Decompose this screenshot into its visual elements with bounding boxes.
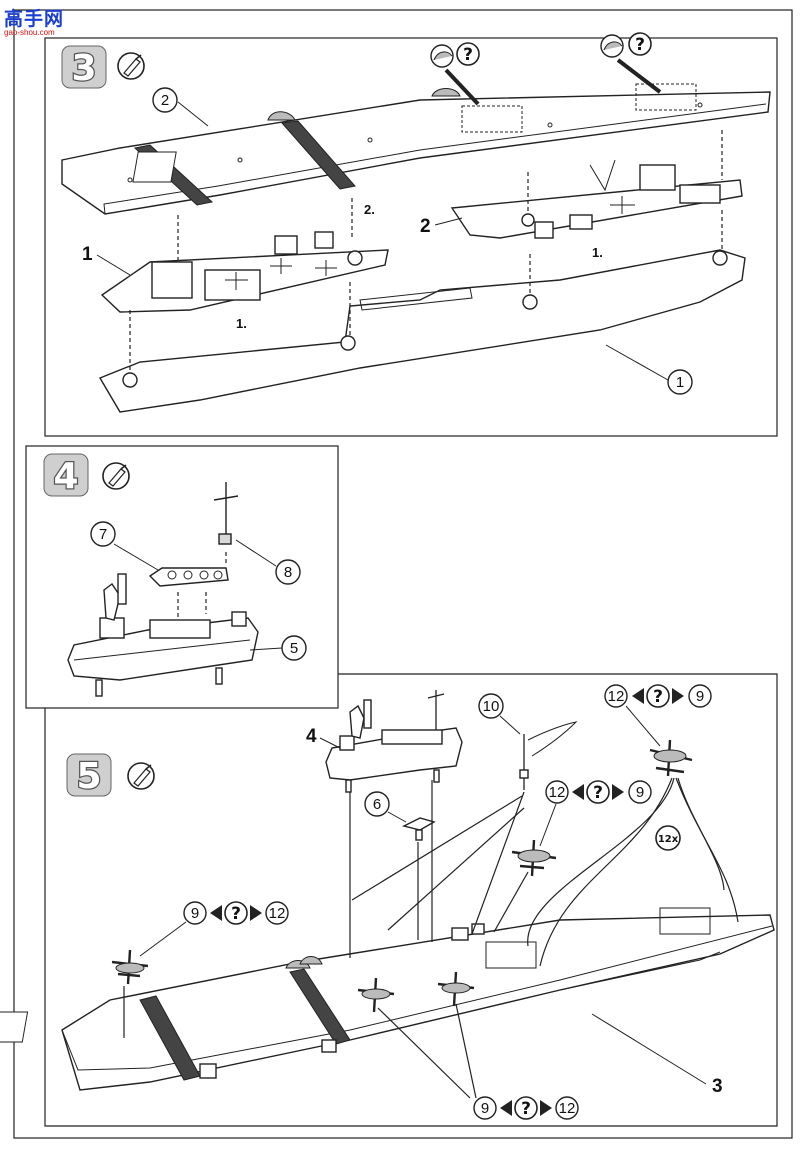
callout-part-2-label: 2	[161, 92, 169, 109]
step-3-frame	[44, 37, 778, 437]
assembly-label-1: 1	[82, 244, 93, 265]
callout-part-7	[90, 521, 116, 547]
step-3-badge	[61, 45, 107, 89]
aircraft-icon-a	[111, 949, 149, 985]
quantity-badge-label: 12x	[658, 834, 679, 845]
option-3-right: 12	[269, 905, 286, 922]
step-5-panel: 5 4	[0, 673, 778, 1127]
sub-step-2: 2.	[364, 202, 375, 217]
option-3-left: 9	[191, 905, 199, 922]
callout-part-5-label: 5	[290, 640, 298, 657]
watermark-url: gao-shou.com	[4, 28, 55, 37]
question-icon	[224, 901, 248, 925]
aircraft-icon-b	[357, 977, 395, 1013]
part-5-island	[67, 573, 259, 697]
step-5-guide-lines	[123, 777, 739, 1099]
watermark-logo: 高手网 gao-shou.com	[4, 4, 76, 38]
result-label-3: 3	[712, 1076, 723, 1097]
option-2-right: 9	[636, 784, 644, 801]
option-4-mark: ?	[521, 1099, 531, 1119]
page-frame	[13, 9, 793, 1139]
step-3-guide-lines	[129, 130, 723, 372]
option-1-left: 12	[608, 688, 625, 705]
hangar-insert-1	[100, 231, 389, 313]
optional-mark-a: ?	[463, 45, 473, 65]
callout-part-10	[478, 693, 504, 719]
step-5-frame	[44, 673, 778, 1127]
callout-part-10-label: 10	[483, 698, 500, 715]
question-icon	[586, 780, 610, 804]
option-callout-2: 12 ? 9	[539, 780, 652, 847]
hangar-insert-2	[450, 159, 743, 239]
step-4-badge	[43, 453, 89, 497]
optional-mark-b: ?	[635, 35, 645, 55]
question-icon	[628, 32, 652, 56]
question-icon	[646, 684, 670, 708]
aircraft-icon-c	[437, 971, 475, 1007]
glue-icon	[117, 52, 145, 80]
aircraft-icon-e	[649, 739, 693, 777]
quantity-badge: 12x	[655, 825, 681, 851]
option-3-mark: ?	[231, 904, 241, 924]
island-assembly-4	[325, 690, 463, 793]
callout-part-1	[667, 369, 693, 395]
glue-icon	[102, 462, 130, 490]
option-4-left: 9	[481, 1100, 489, 1117]
watermark-brand: 高手网	[4, 8, 65, 30]
sub-step-1a: 1.	[236, 316, 247, 331]
option-1-mark: ?	[653, 687, 663, 707]
option-callout-1: 12 ? 9	[604, 684, 712, 747]
option-callout-3: 9 ? 12	[139, 901, 289, 957]
step-4-number: 4	[53, 456, 78, 497]
part-6-shape	[401, 817, 436, 841]
hull-part-1	[98, 249, 746, 413]
optional-part-callout-b: ?	[600, 32, 662, 94]
step-4-panel: 4	[25, 445, 339, 709]
flight-deck-part	[61, 83, 771, 215]
question-icon	[514, 1096, 538, 1120]
carrier-assembly-3	[0, 907, 775, 1091]
part-8-shape	[213, 482, 239, 545]
sub-step-1b: 1.	[592, 245, 603, 260]
step-4-frame	[25, 445, 339, 709]
callout-part-6	[364, 791, 390, 817]
callout-part-2	[152, 87, 178, 113]
step-3-panel: 3	[44, 32, 778, 437]
aircraft-icon-d	[511, 839, 557, 877]
callout-part-1-label: 1	[676, 374, 684, 391]
callout-part-7-label: 7	[99, 526, 107, 543]
callout-part-6-label: 6	[373, 796, 381, 813]
option-2-mark: ?	[593, 783, 603, 803]
step-5-badge	[66, 753, 112, 797]
part-7-shape	[148, 567, 229, 587]
option-2-left: 12	[549, 784, 566, 801]
glue-icon	[127, 762, 155, 790]
optional-part-callout-a: ?	[430, 42, 480, 106]
option-4-right: 12	[559, 1100, 576, 1117]
step-5-number: 5	[76, 756, 101, 797]
option-1-right: 9	[696, 688, 704, 705]
option-callout-4: 9 ? 12	[473, 1096, 579, 1120]
assembly-label-2: 2	[420, 216, 431, 237]
callout-part-8-label: 8	[284, 564, 292, 581]
question-icon	[456, 42, 480, 66]
callout-part-8	[275, 559, 301, 585]
callout-part-5	[281, 635, 307, 661]
part-10-mast	[519, 721, 578, 790]
step-3-number: 3	[71, 48, 96, 89]
assembly-label-4: 4	[306, 726, 317, 747]
